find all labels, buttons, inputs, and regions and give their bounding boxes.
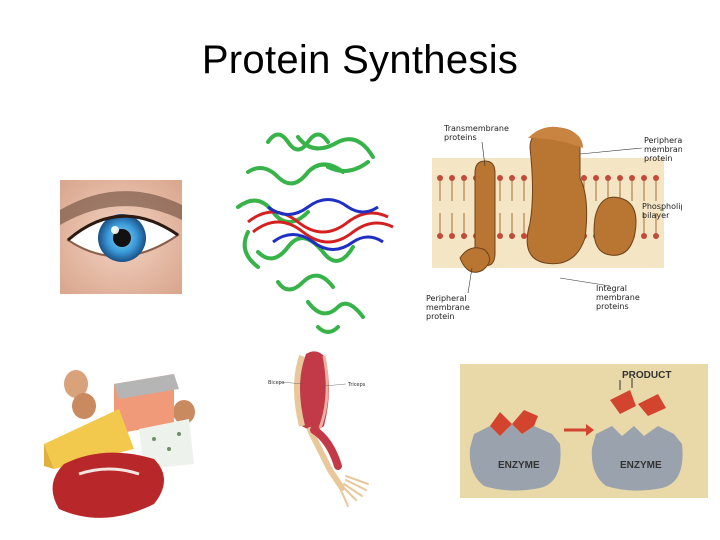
label-biceps: Biceps (268, 380, 285, 386)
eye-illustration (60, 180, 182, 294)
protein-ribbon-illustration (236, 132, 394, 334)
protein-structure-image (228, 112, 394, 348)
label-enzyme-left: ENZYME (498, 460, 540, 471)
enzyme-reaction-diagram: PRODUCT ENZYME ENZYME (460, 364, 708, 498)
cell-membrane-diagram: Transmembrane proteins Peripheral membra… (420, 118, 682, 326)
label-peripheral-membrane-protein-bottom: Peripheral membrane protein (426, 294, 470, 321)
label-triceps: Triceps (348, 382, 366, 388)
arm-muscle-diagram: Biceps Triceps (262, 346, 392, 522)
arm-illustration (279, 351, 369, 507)
label-product: PRODUCT (622, 370, 672, 381)
label-peripheral-membrane-protein-top: Peripheral membrane protein (644, 136, 682, 163)
slide-title: Protein Synthesis (201, 38, 519, 82)
label-enzyme-right: ENZYME (620, 460, 662, 471)
eye-image (60, 180, 182, 294)
protein-foods-image (24, 354, 216, 522)
label-phospholipid-bilayer: Phospholipid bilayer (642, 202, 682, 220)
enzyme-illustration (469, 378, 683, 491)
membrane-illustration (432, 126, 664, 294)
foods-illustration (24, 354, 216, 522)
label-transmembrane-proteins: Transmembrane proteins (444, 124, 509, 142)
label-integral-membrane-proteins: Integral membrane proteins (596, 284, 640, 311)
